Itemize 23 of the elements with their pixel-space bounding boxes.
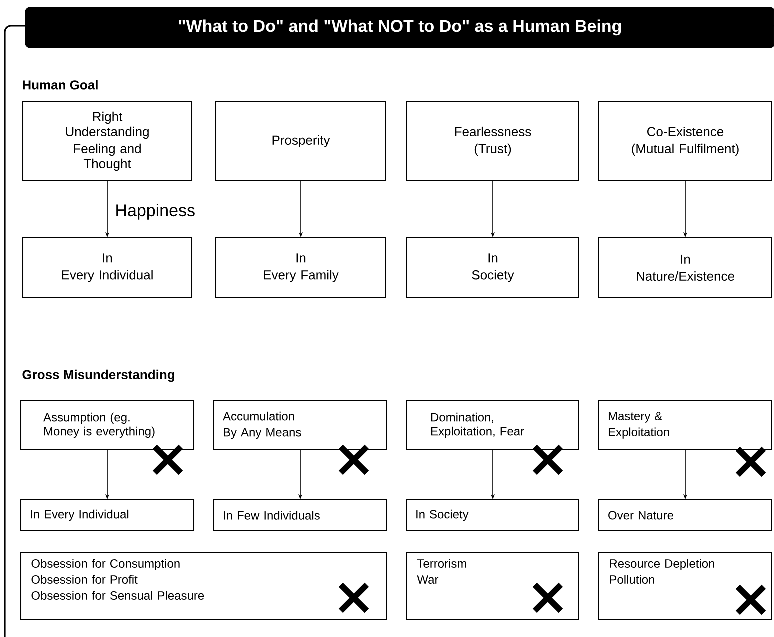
process-box: Assumption (eg. Money is everything) <box>20 400 194 450</box>
process-box: Resource Depletion Pollution <box>598 552 772 620</box>
process-box: Co-Existence (Mutual Fulfilment) <box>598 102 772 182</box>
edge-side-label: Happiness <box>116 204 195 220</box>
process-box: Accumulation By Any Means <box>214 400 388 450</box>
process-box: Domination, Exploitation, Fear <box>406 400 580 450</box>
process-box: Obsession for Consumption Obsession for Profit Obsession for Sensual Pleasure <box>20 552 388 620</box>
process-box: In Society <box>406 238 580 298</box>
process-box: Mastery & Exploitation <box>598 400 772 450</box>
process-box: In Every Individual <box>22 238 192 298</box>
title-band: "What to Do" and "What NOT to Do" as a Human Being <box>25 7 774 48</box>
process-box: In Nature/Existence <box>598 238 772 298</box>
process-box: Fearlessness (Trust) <box>406 102 580 182</box>
label-heading: Human Goal <box>23 80 98 90</box>
process-box: In Society <box>406 500 580 532</box>
process-box: In Every Family <box>216 238 386 298</box>
process-box: In Every Individual <box>20 500 194 532</box>
process-box: Right Understanding Feeling and Thought <box>22 102 192 182</box>
process-box: Prosperity <box>216 102 386 182</box>
process-box: Terrorism War <box>406 552 580 620</box>
label-heading: Gross Misunderstanding <box>22 370 174 382</box>
process-box: Over Nature <box>598 500 772 532</box>
process-box: In Few Individuals <box>214 500 388 532</box>
